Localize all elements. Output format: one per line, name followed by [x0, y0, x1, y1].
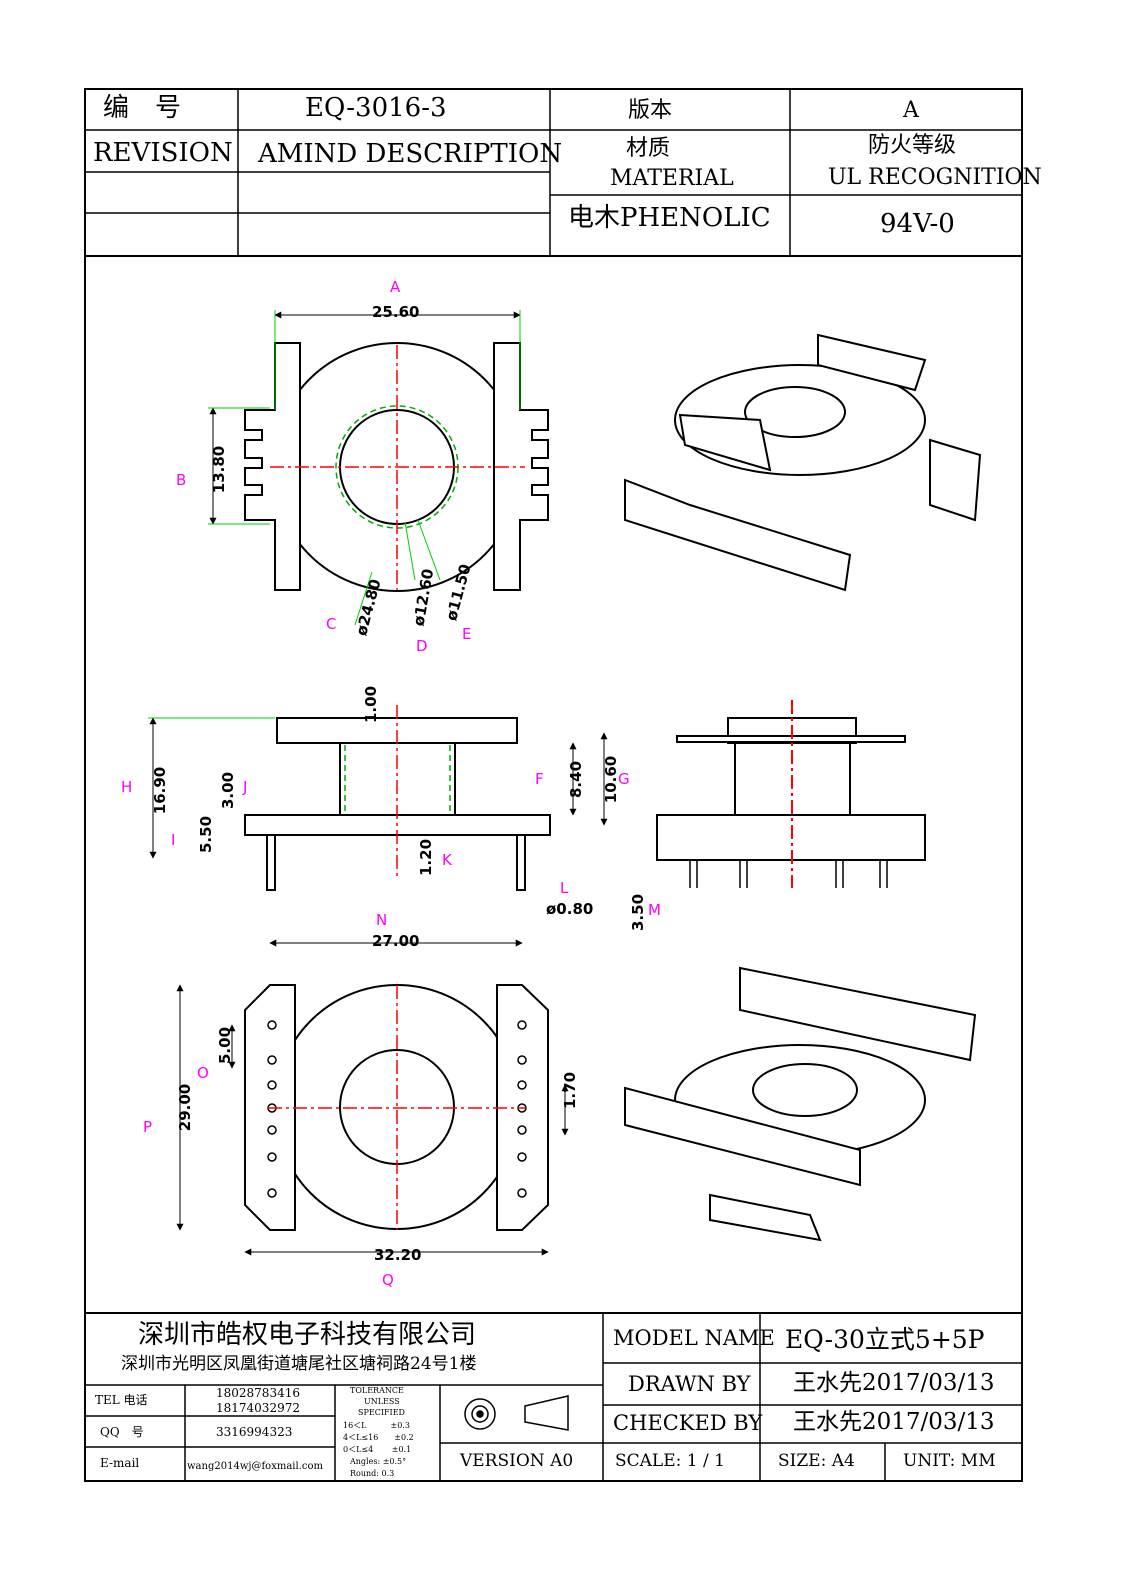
email-value: wang2014wj@foxmail.com — [187, 1461, 323, 1472]
number-label: 编 号 — [103, 93, 182, 123]
dim-b: 13.80 — [210, 445, 229, 494]
part-number: EQ-3016-3 — [305, 93, 447, 123]
dim-j: 3.00 — [219, 771, 238, 810]
marker-m: M — [648, 901, 661, 919]
tolerance-title-1: TOLERANCE — [350, 1386, 404, 1395]
dim-l: ø0.80 — [546, 900, 594, 918]
marker-j: J — [243, 778, 248, 796]
marker-q: Q — [382, 1271, 394, 1289]
tolerance-row-3: 0＜L≤4 ±0.1 — [343, 1445, 412, 1454]
model-value: EQ-30立式5+5P — [785, 1325, 985, 1354]
title-block — [85, 1312, 1022, 1481]
marker-c: C — [326, 615, 337, 633]
marker-k: K — [442, 851, 452, 869]
checked-value: 王水先2017/03/13 — [793, 1409, 995, 1435]
header-table — [85, 89, 1022, 257]
iso-view-top — [624, 333, 982, 592]
marker-g: G — [618, 770, 630, 788]
tolerance-row-4: Angles: ±0.5° — [350, 1457, 407, 1466]
tolerance-title-2: UNLESS — [364, 1397, 400, 1406]
tolerance-row-2: 4＜L≤16 ±0.2 — [343, 1433, 414, 1442]
company-address: 深圳市光明区凤凰街道塘尾社区塘祠路24号1楼 — [121, 1354, 477, 1374]
company-name: 深圳市皓权电子科技有限公司 — [138, 1320, 477, 1350]
dim-k: 1.20 — [417, 838, 436, 877]
tel-2: 18174032972 — [216, 1401, 300, 1415]
marker-f: F — [535, 770, 544, 788]
unit-value: UNIT: MM — [903, 1451, 996, 1471]
tolerance-row-5: Round: 0.3 — [350, 1469, 395, 1478]
email-label: E-mail — [100, 1456, 140, 1470]
dim-m: 3.50 — [629, 893, 648, 932]
dim-pitch: 1.70 — [561, 1071, 580, 1110]
dim-p: 29.00 — [176, 1083, 195, 1132]
side-view — [148, 705, 608, 891]
drawn-value: 王水先2017/03/13 — [793, 1370, 995, 1396]
model-label: MODEL NAME — [613, 1326, 775, 1350]
marker-e: E — [462, 625, 472, 643]
version-label: 版本 — [628, 98, 673, 123]
fire-rating-value: 94V-0 — [880, 209, 955, 239]
top-view — [208, 310, 549, 626]
checked-label: CHECKED BY — [613, 1411, 763, 1435]
tel-label: TEL 电话 — [95, 1393, 148, 1407]
marker-n: N — [376, 911, 388, 929]
marker-o: O — [197, 1064, 209, 1082]
sheet-border — [84, 88, 1023, 1482]
fire-label-cn: 防火等级 — [868, 133, 957, 158]
size-value: SIZE: A4 — [778, 1451, 855, 1471]
dim-one: 1.00 — [362, 685, 381, 724]
description-label: AMIND DESCRIPTION — [258, 139, 563, 169]
drawn-label: DRAWN BY — [628, 1372, 751, 1396]
bottom-view — [176, 939, 569, 1256]
marker-h: H — [121, 778, 133, 796]
dim-a: 25.60 — [372, 303, 420, 321]
iso-view-bottom — [624, 966, 977, 1242]
dim-n: 27.00 — [372, 932, 420, 950]
dim-h: 16.90 — [151, 766, 170, 815]
version-a0: VERSION A0 — [460, 1451, 574, 1471]
projection-symbol-cone — [524, 1395, 569, 1431]
tolerance-row-1: 16＜L ±0.3 — [343, 1421, 410, 1430]
fire-label-en: UL RECOGNITION — [828, 165, 1042, 190]
dim-q: 32.20 — [374, 1246, 422, 1264]
projection-symbol-circle — [464, 1398, 496, 1430]
material-value: 电木PHENOLIC — [568, 203, 771, 233]
marker-d: D — [416, 637, 428, 655]
material-label-en: MATERIAL — [610, 166, 734, 191]
dim-o: 5.00 — [216, 1026, 235, 1065]
front-view — [656, 700, 926, 888]
version-value: A — [903, 98, 919, 123]
dim-g: 10.60 — [602, 755, 621, 804]
dim-i: 5.50 — [197, 815, 216, 854]
tolerance-title-3: SPECIFIED — [358, 1408, 405, 1417]
marker-l: L — [560, 879, 569, 897]
qq-label: QQ 号 — [100, 1425, 144, 1439]
tel-1: 18028783416 — [216, 1386, 300, 1400]
material-label-cn: 材质 — [626, 136, 671, 161]
marker-a: A — [390, 278, 401, 296]
qq-value: 3316994323 — [216, 1425, 293, 1439]
revision-label: REVISION — [93, 138, 233, 168]
marker-i: I — [171, 831, 176, 849]
marker-b: B — [176, 471, 187, 489]
dim-f: 8.40 — [567, 760, 586, 799]
marker-p: P — [143, 1118, 153, 1136]
scale-value: SCALE: 1 / 1 — [615, 1451, 725, 1471]
